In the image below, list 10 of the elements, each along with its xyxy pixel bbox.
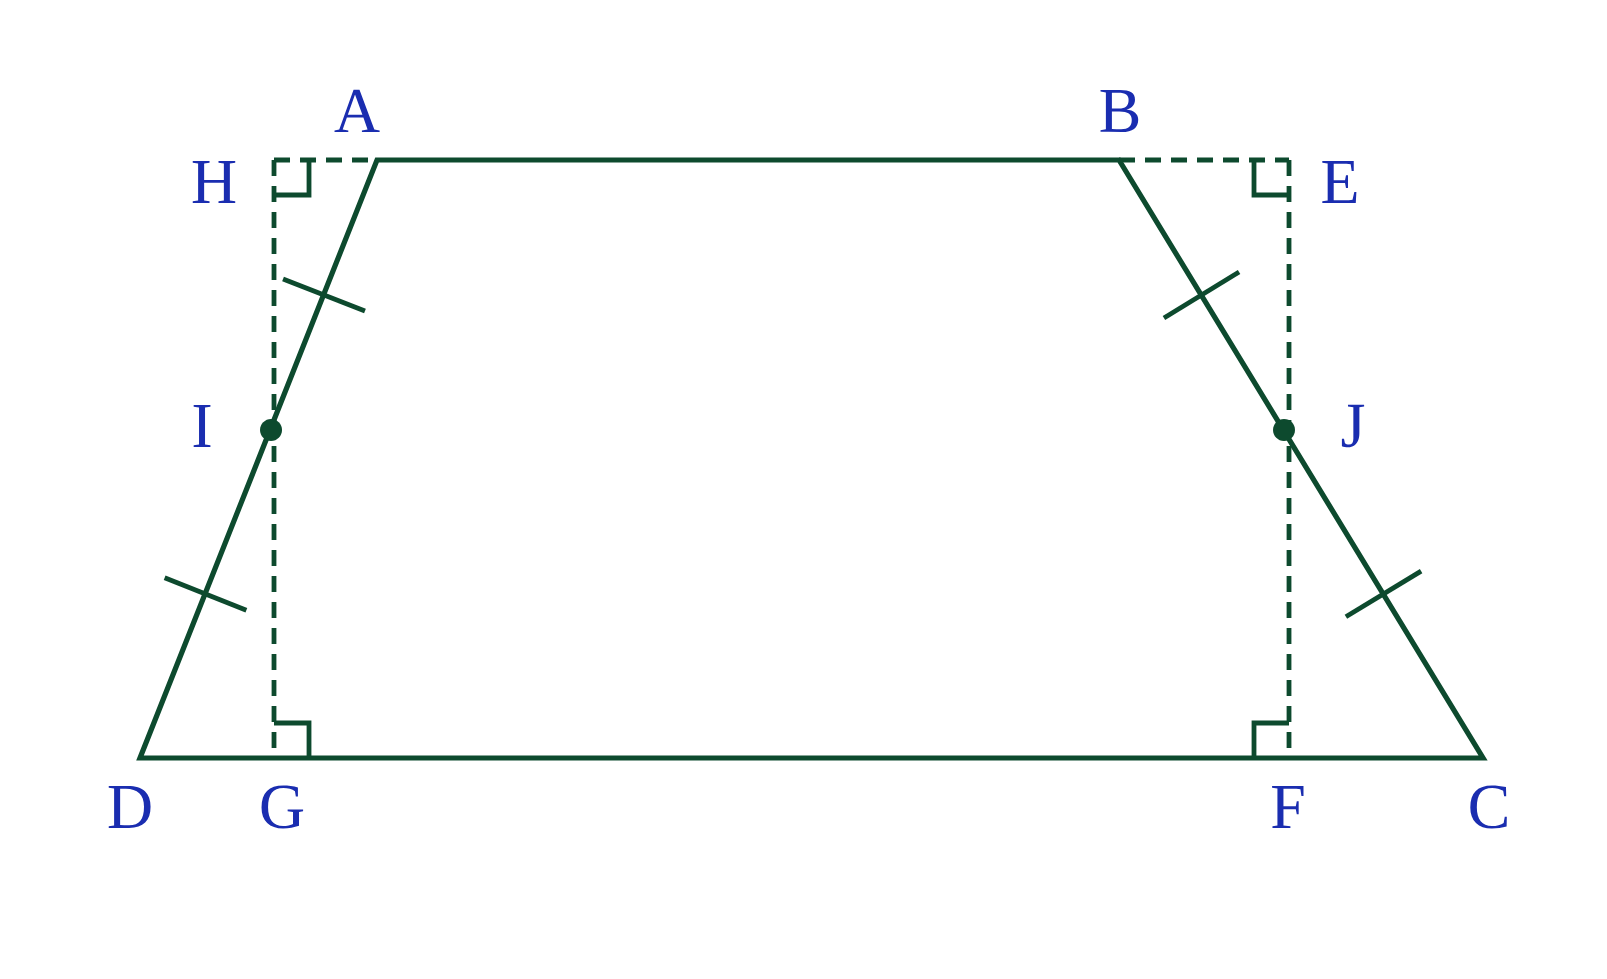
point-label: E [1322, 161, 1357, 203]
point-label: G [261, 785, 304, 829]
point-label: A [334, 89, 380, 133]
point-label: B [1100, 89, 1139, 133]
point-label: D [108, 786, 151, 828]
point-label: J [1341, 404, 1365, 448]
point-label: F [1272, 786, 1304, 828]
point-label: H [192, 161, 236, 203]
point-label: C [1470, 785, 1507, 829]
point-label: I [193, 405, 211, 447]
